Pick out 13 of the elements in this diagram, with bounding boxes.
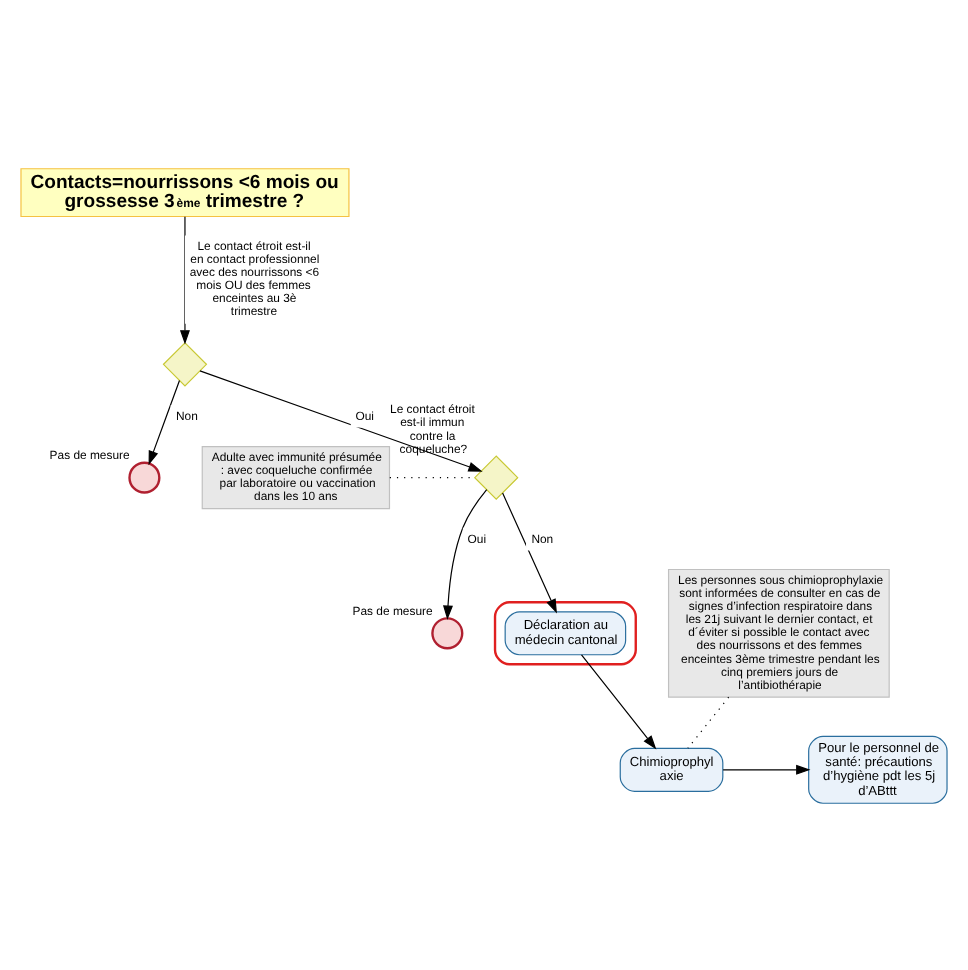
node-diamond — [473, 454, 519, 499]
cluster — [493, 600, 637, 665]
node-diamond — [162, 341, 208, 386]
arrow — [199, 369, 483, 471]
arrow — [580, 653, 657, 749]
arrow — [443, 488, 488, 619]
node-circle — [128, 460, 161, 493]
connector — [389, 476, 476, 478]
connector — [687, 695, 730, 748]
arrow — [179, 215, 190, 344]
arrow — [148, 378, 181, 465]
arrow — [722, 763, 811, 774]
node-circle — [431, 616, 464, 649]
